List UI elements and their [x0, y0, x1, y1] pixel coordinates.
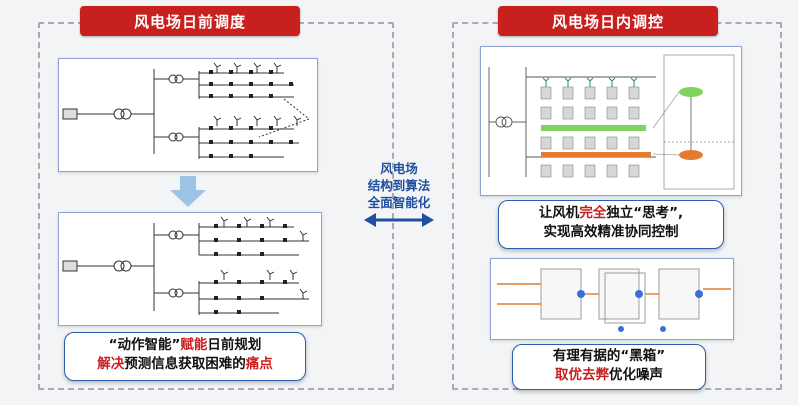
- left-caption-box: “动作智能”赋能日前规划 解决预测信息获取困难的痛点: [64, 332, 306, 381]
- caption-run: “动作智能”: [108, 337, 181, 353]
- caption-run: 让风机: [538, 205, 580, 221]
- caption-run: 实现高效精准协同控制: [543, 224, 679, 240]
- wind-farm-schematic-top: [62, 62, 310, 159]
- right-caption2-line2: 取优去弊优化噪声: [513, 366, 705, 385]
- center-label-line1: 风电场: [380, 161, 418, 176]
- intraday-control-schematic: [488, 54, 735, 190]
- caption-run: 预测信息获取困难的: [124, 356, 246, 372]
- center-label: 风电场 结构到算法 全面智能化: [356, 160, 442, 211]
- left-panel-title: 风电场日前调度: [80, 6, 300, 36]
- caption-run: 有理有据的“黑箱”: [552, 348, 666, 364]
- right-caption-box-2: 有理有据的“黑箱” 取优去弊优化噪声: [512, 344, 706, 390]
- right-caption2-line1: 有理有据的“黑箱”: [513, 347, 705, 366]
- right-panel-title: 风电场日内调控: [498, 6, 718, 36]
- caption-run: 赋能: [180, 337, 208, 353]
- caption-run: 优化噪声: [609, 367, 663, 383]
- caption-run: 完全: [579, 205, 607, 221]
- caption-run: 痛点: [245, 356, 273, 372]
- right-caption-box-1: 让风机完全独立“思考”, 实现高效精准协同控制: [498, 200, 724, 249]
- wind-farm-diagram-bottom: [58, 212, 322, 326]
- caption-run: 独立“思考”,: [606, 205, 684, 221]
- wind-farm-diagram-top: [58, 58, 318, 172]
- caption-run: 解决: [97, 356, 125, 372]
- left-caption-line2: 解决预测信息获取困难的痛点: [65, 355, 305, 374]
- left-caption-line1: “动作智能”赋能日前规划: [65, 336, 305, 355]
- right-caption1-line2: 实现高效精准协同控制: [499, 223, 723, 242]
- caption-run: 取优去弊: [555, 367, 609, 383]
- neural-network-diagram: [490, 258, 734, 340]
- intraday-control-diagram: [480, 46, 742, 196]
- center-label-line3: 全面智能化: [367, 195, 431, 210]
- right-caption1-line1: 让风机完全独立“思考”,: [499, 204, 723, 223]
- caption-run: 日前规划: [207, 337, 262, 353]
- neural-network-schematic: [497, 268, 731, 332]
- double-arrow-icon: [364, 213, 434, 227]
- center-label-line2: 结构到算法: [367, 178, 431, 193]
- wind-farm-schematic-bottom: [62, 216, 309, 315]
- down-arrow-icon: [170, 176, 206, 207]
